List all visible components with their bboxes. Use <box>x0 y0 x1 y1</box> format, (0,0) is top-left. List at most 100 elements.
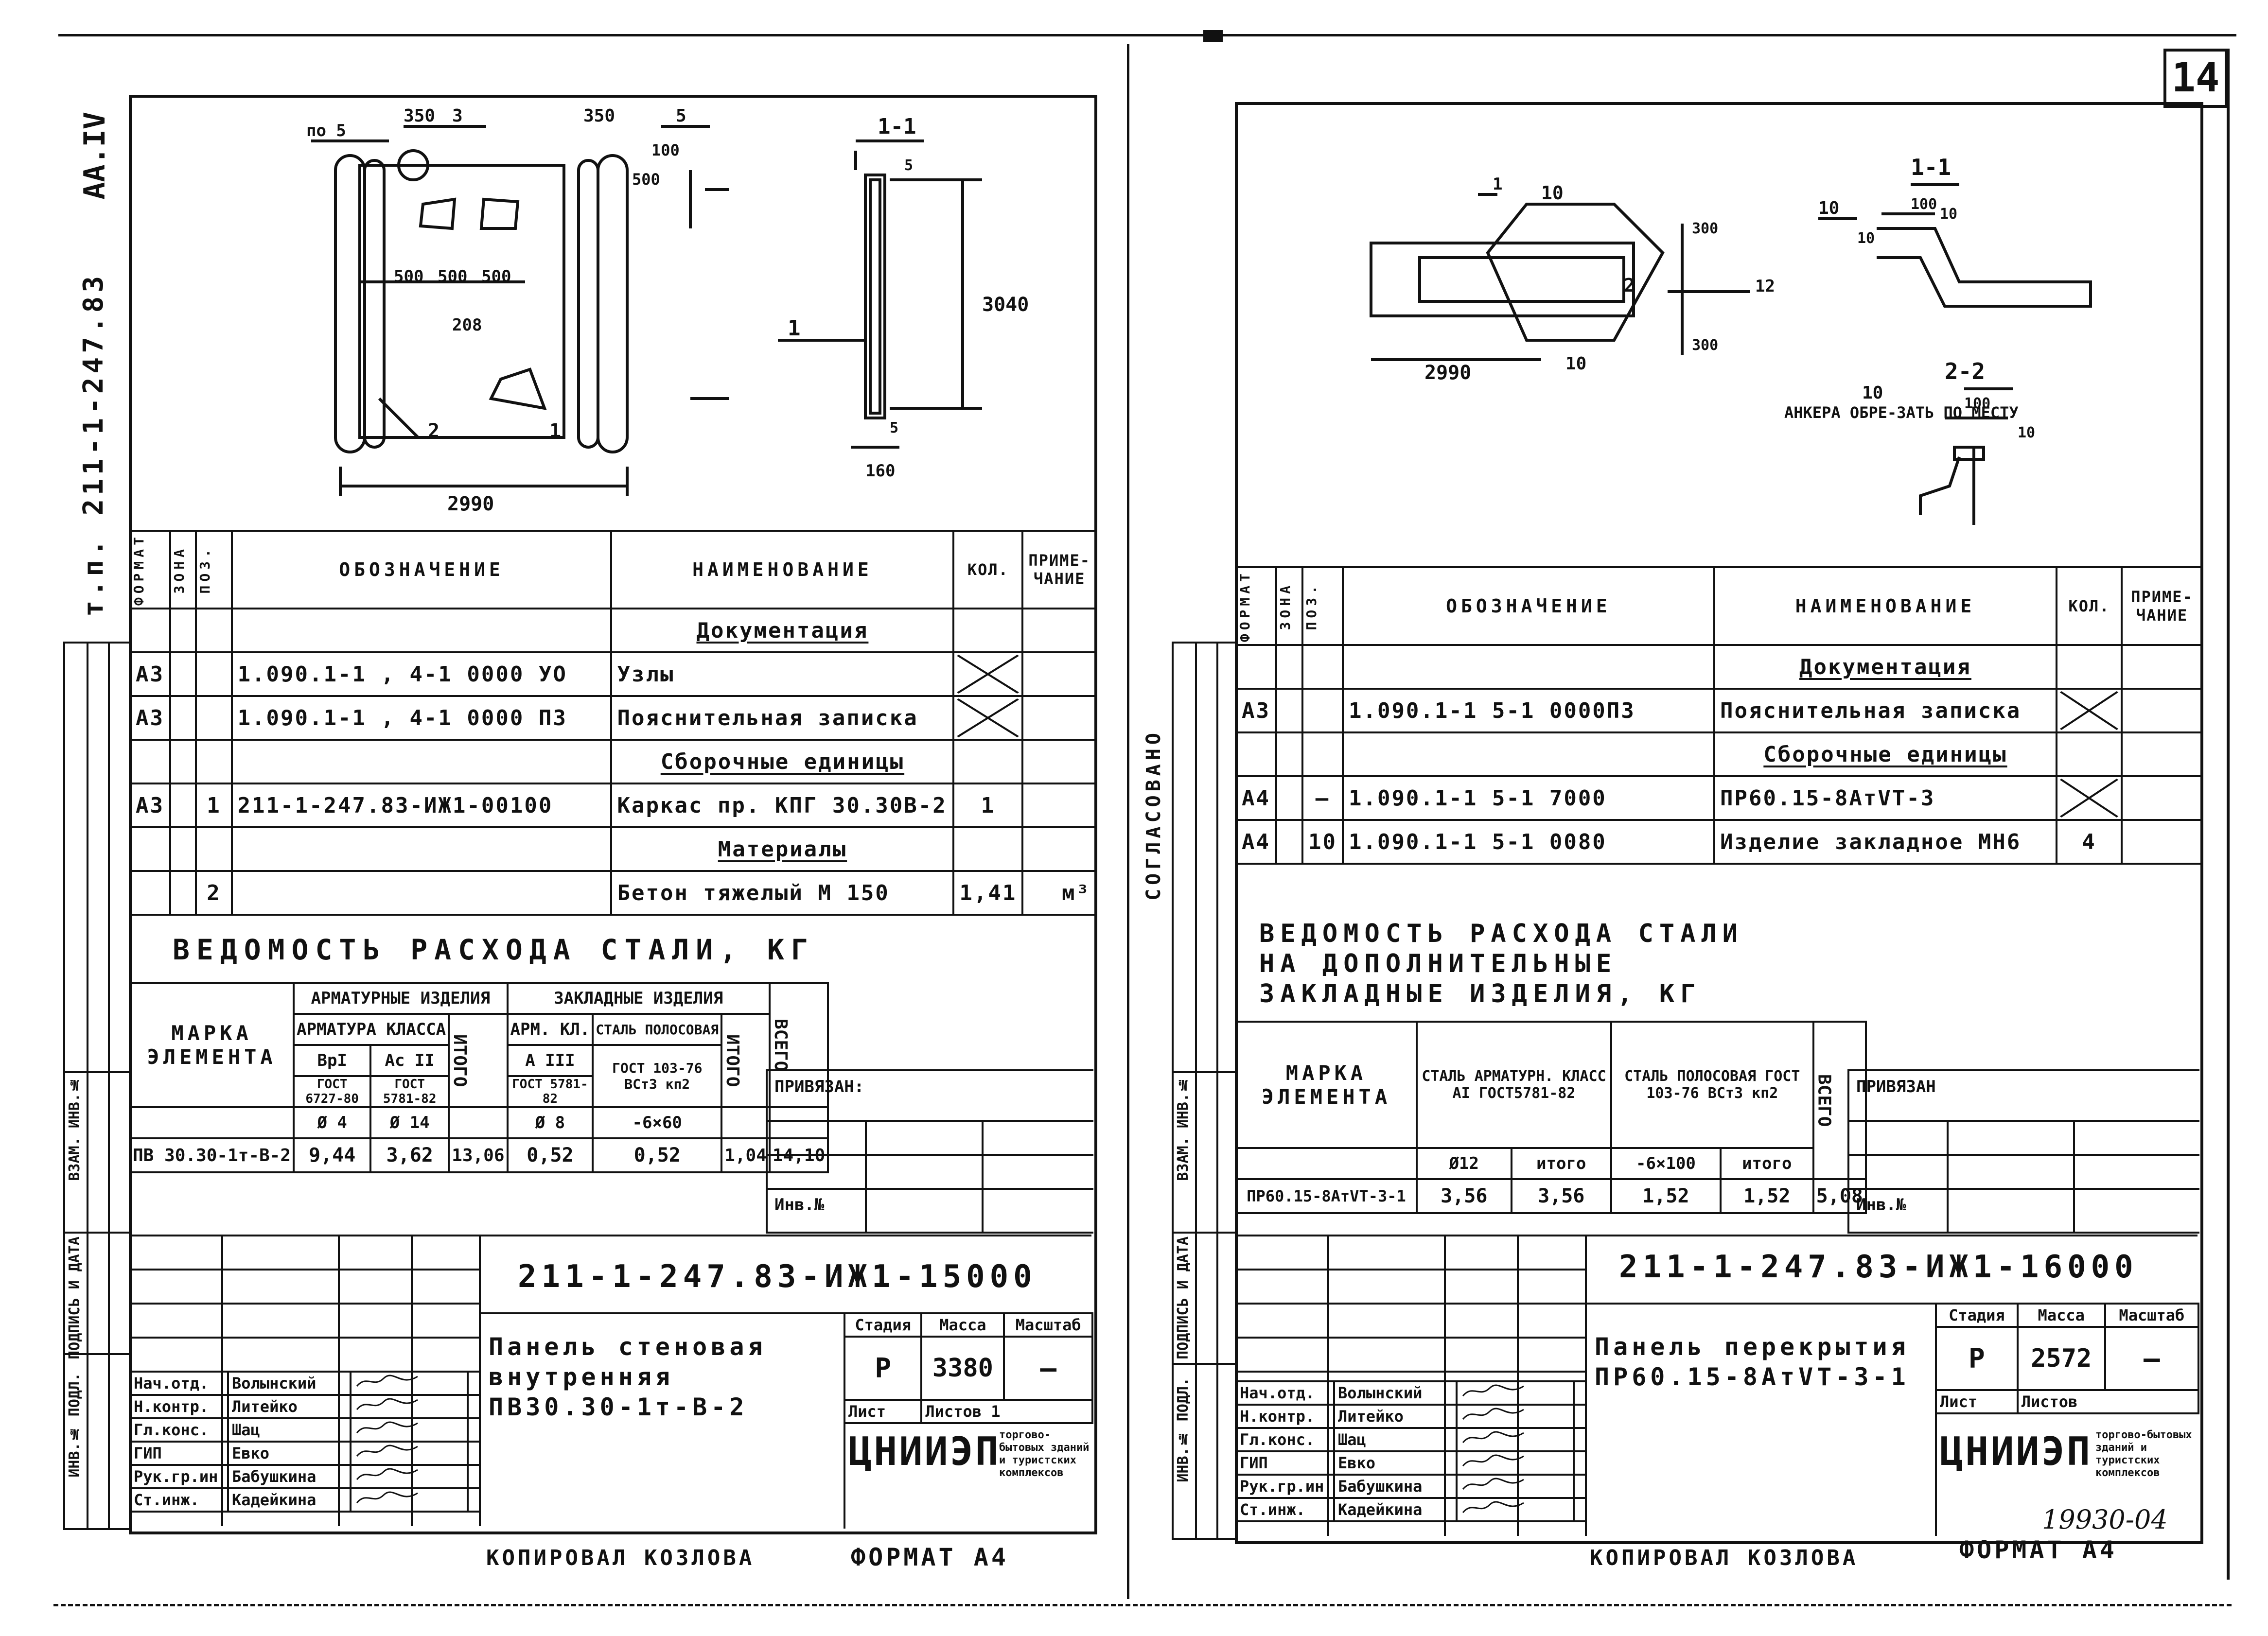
spec-cell-note <box>1021 739 1097 784</box>
rpos-2: 2 <box>1624 275 1635 296</box>
spec-cell-zone <box>169 870 197 916</box>
right-stage-val: Р <box>1935 1326 2019 1391</box>
signature-icon <box>1455 1427 1575 1452</box>
signer-row: Н.контр.Литейко <box>1235 1404 1587 1429</box>
dim-160: 160 <box>865 461 895 481</box>
rsteel-marka: МАРКА ЭЛЕМЕНТА <box>1235 1021 1418 1149</box>
dim-208: 208 <box>452 315 482 335</box>
steel-s660: -6×60 <box>592 1106 723 1139</box>
pos-1-section: 1 <box>788 316 801 341</box>
signer-name: Литейко <box>1333 1404 1458 1429</box>
hdr-format: ФОРМАТ <box>129 530 171 609</box>
steel-arm-ka: АРМ. КЛ. <box>506 1013 594 1046</box>
left-lists-hdr: Листов 1 <box>920 1399 1093 1424</box>
steel-itogo1: ИТОГО <box>448 1013 509 1108</box>
spec-cell-name: Пояснительная записка <box>1713 688 2057 733</box>
signer-role: Ст.инж. <box>129 1487 229 1513</box>
right-stamp-podpis: ПОДПИСЬ И ДАТА <box>1175 1236 1192 1359</box>
steel-row-v6: 1,04 <box>721 1137 771 1173</box>
stamp-inv-podl: ИНВ.№ ПОДЛ. <box>66 1373 83 1478</box>
spec-cell-pos <box>195 608 233 653</box>
fold-marker <box>1203 30 1223 42</box>
steel-gost1: ГОСТ 6727-80 <box>293 1075 372 1108</box>
spec-cell-pos <box>1301 731 1344 777</box>
ranchor-note: АНКЕРА ОБРЕ-ЗАТЬ ПО МЕСТУ <box>1784 403 2019 422</box>
cross-mark-icon <box>957 698 1020 737</box>
sign-date <box>1573 1497 1587 1522</box>
pos-2: 2 <box>428 420 440 442</box>
spec-cell-qty <box>952 739 1024 784</box>
spec-cell-name: Изделие закладное МН6 <box>1713 819 2057 865</box>
spec-cell-designation: 211-1-247.83-ИЖ1-00100 <box>230 783 613 828</box>
sign-date <box>1573 1474 1587 1499</box>
spec-row: Сборочные единицы <box>129 739 1097 784</box>
steel-row-mark: ПВ 30.30-1т-В-2 <box>128 1137 295 1173</box>
side-code-top: АА.IV <box>78 112 112 200</box>
rsection-1-1: 1-1 <box>1911 154 1951 180</box>
right-stage-hdr: Стадия <box>1935 1303 2019 1328</box>
spec-cell-designation <box>230 870 613 916</box>
spec-cell-zone <box>1275 731 1303 777</box>
sign-date <box>467 1417 481 1443</box>
rsection-2-2: 2-2 <box>1945 358 1985 384</box>
signer-role: ГИП <box>129 1441 229 1466</box>
spec-cell-zone <box>1275 819 1303 865</box>
steel-a3: А III <box>506 1044 594 1077</box>
spec-cell-qty <box>952 608 1024 653</box>
signer-name: Евко <box>227 1441 352 1466</box>
rdim-10b: 10 <box>1818 198 1839 218</box>
top-border-line <box>58 34 2236 36</box>
signature-icon <box>349 1371 469 1396</box>
spec-cell-zone <box>169 783 197 828</box>
sign-date <box>467 1371 481 1396</box>
rhdr-pos: ПОЗ. <box>1301 566 1344 646</box>
rdim-10c: 10 <box>1940 206 1957 223</box>
spec-cell-note <box>2120 731 2204 777</box>
signature-icon <box>1455 1450 1575 1476</box>
left-privyazan-box: ПРИВЯЗАН: Инв.№ <box>766 1069 1093 1234</box>
rhdr-note: ПРИМЕ-ЧАНИЕ <box>2120 566 2204 646</box>
signer-role: Гл.конс. <box>1235 1427 1335 1452</box>
spec-cell-pos: 2 <box>195 870 233 916</box>
signature-icon <box>349 1417 469 1443</box>
right-side-stamp: ИНВ.№ ПОДЛ. ПОДПИСЬ И ДАТА ВЗАМ. ИНВ.№ <box>1172 642 1237 1540</box>
rsteel-row-mark: ПР60.15-8АтVТ-3-1 <box>1235 1178 1418 1214</box>
signer-name: Волынский <box>1333 1380 1458 1406</box>
right-privyazan-label: ПРИВЯЗАН <box>1856 1077 1936 1096</box>
rsteel-pol: СТАЛЬ ПОЛОСОВАЯ ГОСТ 103-76 ВСт3 кп2 <box>1610 1021 1814 1149</box>
spec-cell-designation <box>1341 644 1715 690</box>
steel-gost2: ГОСТ 5781-82 <box>369 1075 450 1108</box>
right-org-sub: торгово-бытовых зданий и туристских комп… <box>2095 1429 2192 1479</box>
signer-name: Бабушкина <box>227 1464 352 1489</box>
spec-cell-pos <box>1301 688 1344 733</box>
stamp-vzam: ВЗАМ. ИНВ.№ <box>66 1076 83 1181</box>
rhdr-format: ФОРМАТ <box>1235 566 1277 646</box>
spec-cell-format <box>129 608 171 653</box>
spec-cell-note <box>1021 783 1097 828</box>
right-list-hdr: Лист <box>1935 1389 2019 1414</box>
sign-date <box>467 1487 481 1513</box>
rdim-2990: 2990 <box>1424 362 1471 384</box>
spec-cell-format: А3 <box>1235 688 1277 733</box>
spec-cell-format <box>1235 731 1277 777</box>
dim-5a: 5 <box>904 157 913 174</box>
dim-po5: по 5 <box>306 121 346 140</box>
signer-name: Кадейкина <box>1333 1497 1458 1522</box>
spec-cell-format: А3 <box>129 695 171 741</box>
steel-ac2: Ас II <box>369 1044 450 1077</box>
section-1-1: 1-1 <box>878 114 916 139</box>
spec-cell-designation: 1.090.1-1 5-1 7000 <box>1341 775 1715 821</box>
sign-date <box>467 1394 481 1419</box>
steel-d14: Ø 14 <box>369 1106 450 1139</box>
rdim-12: 12 <box>1755 277 1775 296</box>
spec-cell-format <box>129 826 171 872</box>
rhdr-name: НАИМЕНОВАНИЕ <box>1713 566 2057 646</box>
spec-cell-qty: 1,41 <box>952 870 1024 916</box>
spec-cell-name: Бетон тяжелый М 150 <box>610 870 955 916</box>
signature-icon <box>349 1441 469 1466</box>
rdim-10f: 10 <box>1862 383 1883 403</box>
